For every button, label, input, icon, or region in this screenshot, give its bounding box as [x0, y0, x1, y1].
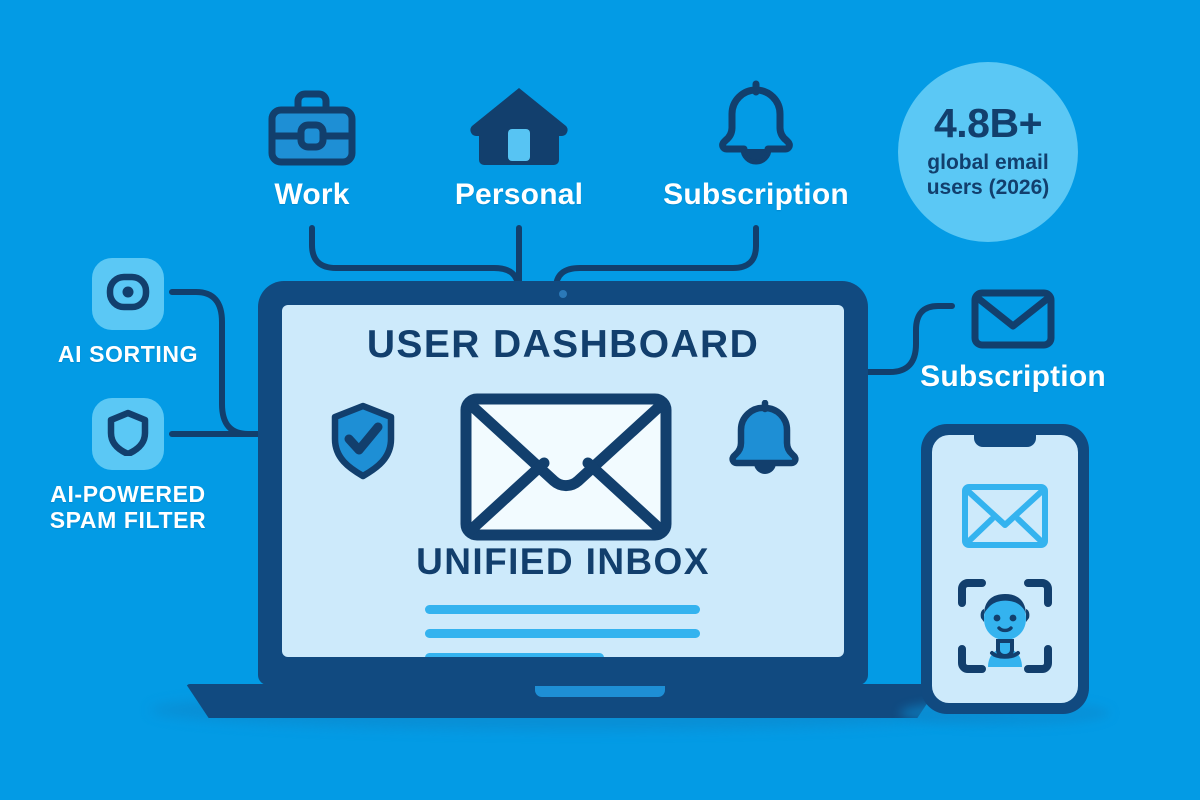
phone-screen [932, 435, 1078, 703]
laptop-screen: USER DASHBOARD [282, 305, 844, 657]
laptop-base-notch [535, 686, 665, 697]
stat-caption: global email users (2026) [926, 151, 1050, 199]
placeholder-line [425, 629, 700, 638]
stat-bubble: 4.8B+ global email users (2026) [898, 62, 1078, 242]
category-label: Subscription [663, 178, 849, 211]
category-subscription[interactable]: Subscription [646, 80, 866, 212]
envelope-outline-icon [961, 483, 1049, 549]
category-label: Personal [454, 178, 584, 211]
feature-label: AI-POWERED SPAM FILTER [49, 481, 207, 533]
ai-sorting-tile[interactable] [92, 258, 164, 330]
feature-label: AI SORTING [57, 341, 199, 367]
phone-notch [974, 435, 1036, 447]
eye-target-icon [104, 268, 152, 321]
feature-label: Subscription [920, 360, 1106, 393]
briefcase-icon [266, 86, 358, 168]
bell-icon [727, 399, 803, 487]
face-id-icon [954, 575, 1056, 677]
category-work[interactable]: Work [202, 86, 422, 212]
house-icon [467, 82, 571, 168]
dashboard-title: USER DASHBOARD [366, 323, 760, 366]
webcam-dot [559, 290, 567, 298]
smartphone [921, 424, 1089, 714]
connector-subscription-right [863, 303, 955, 375]
envelope-icon [460, 393, 672, 546]
stat-value: 4.8B+ [933, 100, 1043, 147]
placeholder-line [425, 605, 700, 614]
shield-check-icon [327, 401, 399, 486]
laptop: USER DASHBOARD [258, 281, 868, 685]
feature-ai-sorting[interactable]: AI SORTING [18, 258, 238, 368]
spam-filter-tile[interactable] [92, 398, 164, 470]
bell-icon [715, 80, 797, 168]
category-label: Work [274, 178, 350, 211]
feature-subscription-right[interactable]: Subscription [903, 288, 1123, 394]
feature-spam-filter[interactable]: AI-POWERED SPAM FILTER [18, 398, 238, 534]
placeholder-lines [425, 605, 700, 657]
inbox-title: UNIFIED INBOX [416, 541, 710, 582]
envelope-outline-icon [970, 288, 1056, 350]
shield-icon [106, 408, 150, 461]
category-personal[interactable]: Personal [409, 82, 629, 212]
placeholder-line [425, 653, 604, 657]
connector-subscription-top [553, 225, 759, 303]
